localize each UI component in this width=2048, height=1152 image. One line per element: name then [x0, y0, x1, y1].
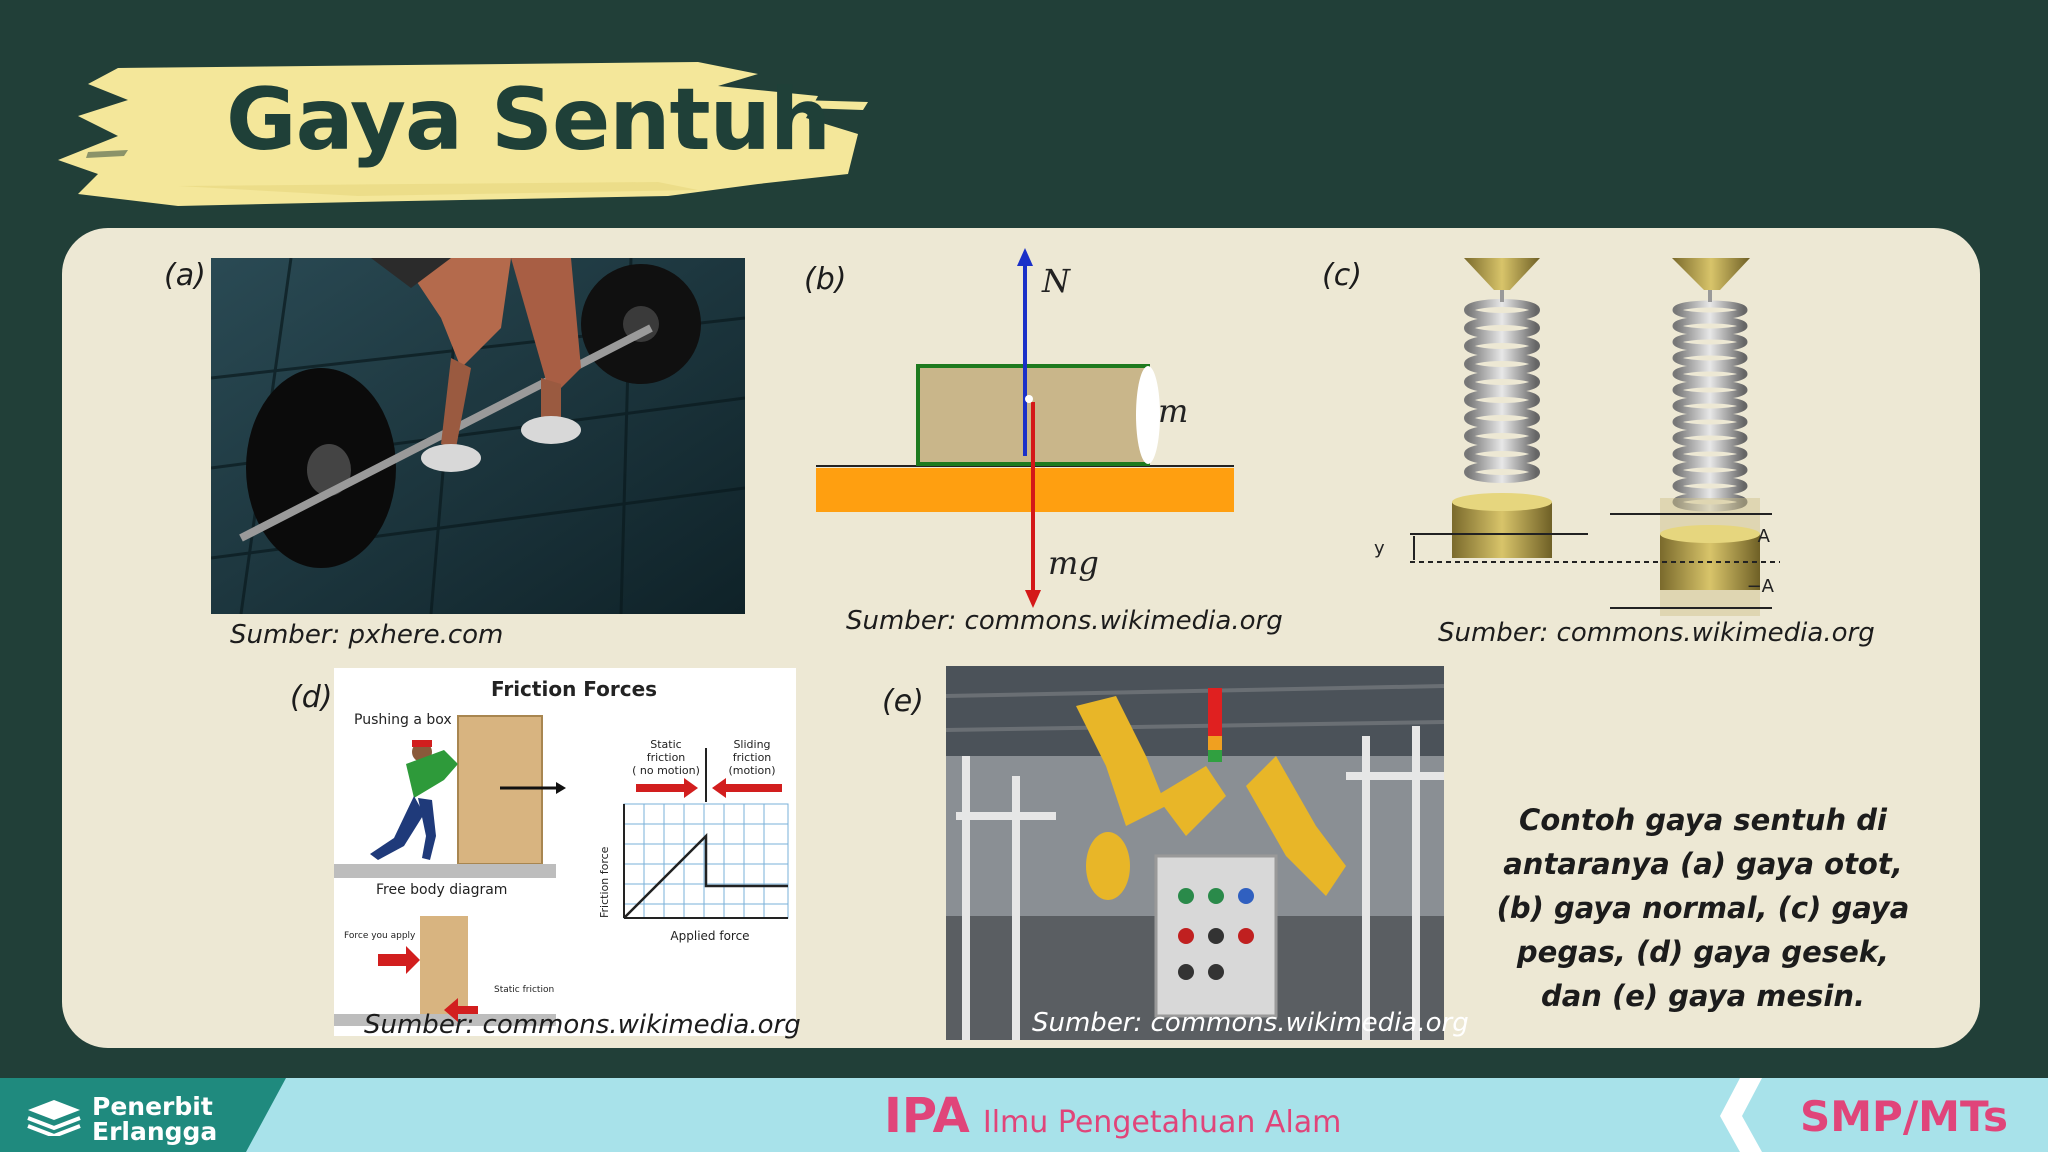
figure-b-source: Sumber: commons.wikimedia.org: [846, 606, 1283, 636]
sliding-label-1: Sliding: [733, 738, 770, 751]
sliding-label-2: friction: [733, 751, 772, 764]
applied-axis-label: Applied force: [670, 929, 749, 943]
friction-axis-label: Friction force: [598, 846, 611, 918]
static-label-2: friction: [647, 751, 686, 764]
figure-e-label: (e): [882, 684, 924, 719]
subject-full: Ilmu Pengetahuan Alam: [982, 1105, 1342, 1140]
static-label-1: Static: [650, 738, 681, 751]
static-friction-fbd-label: Static friction: [494, 985, 554, 995]
pushing-box-label: Pushing a box: [354, 712, 452, 728]
publisher-logo-icon: [27, 1100, 81, 1136]
normal-force-diagram: N m mg: [816, 248, 1234, 608]
figure-e-source: Sumber: commons.wikimedia.org: [1032, 1008, 1469, 1038]
displacement-label: y: [1374, 538, 1385, 559]
figure-d-source: Sumber: commons.wikimedia.org: [364, 1010, 801, 1040]
publisher-line-1: Penerbit: [92, 1092, 213, 1121]
figure-d-label: (d): [290, 680, 333, 715]
weight-label: mg: [1048, 544, 1099, 582]
static-label-3: ( no motion): [632, 764, 700, 777]
figure-caption: Contoh gaya sentuh di antaranya (a) gaya…: [1496, 803, 1910, 1013]
subject-abbrev: IPA: [884, 1088, 970, 1144]
publisher-name: Penerbit Erlangga: [92, 1094, 217, 1144]
mass-label: m: [1158, 392, 1188, 430]
weightlifting-photo: [211, 258, 745, 614]
figure-a-label: (a): [164, 258, 206, 293]
title-brush-stroke: [58, 62, 868, 206]
normal-force-label: N: [1041, 262, 1071, 300]
school-level: SMP/MTs: [1800, 1092, 2009, 1141]
spring-diagram: y A −A: [1374, 258, 1780, 616]
friction-forces-diagram: Friction Forces Pushing a box Free body …: [334, 668, 796, 1036]
industrial-robot-photo: [946, 666, 1444, 1040]
apply-force-label: Force you apply: [344, 931, 416, 941]
footer-bar: [0, 1078, 2048, 1152]
amplitude-positive-label: A: [1758, 526, 1771, 547]
sliding-label-3: (motion): [728, 764, 775, 777]
figure-a-source: Sumber: pxhere.com: [230, 620, 504, 650]
subject-title: IPA Ilmu Pengetahuan Alam: [884, 1088, 1341, 1144]
publisher-line-2: Erlangga: [92, 1117, 218, 1146]
figure-c-label: (c): [1322, 258, 1362, 293]
figure-b-label: (b): [804, 262, 847, 297]
figure-c-source: Sumber: commons.wikimedia.org: [1438, 618, 1875, 648]
free-body-label: Free body diagram: [376, 882, 507, 898]
slide-title: Gaya Sentuh: [226, 70, 831, 170]
amplitude-negative-label: −A: [1747, 576, 1775, 597]
friction-title: Friction Forces: [491, 677, 657, 701]
